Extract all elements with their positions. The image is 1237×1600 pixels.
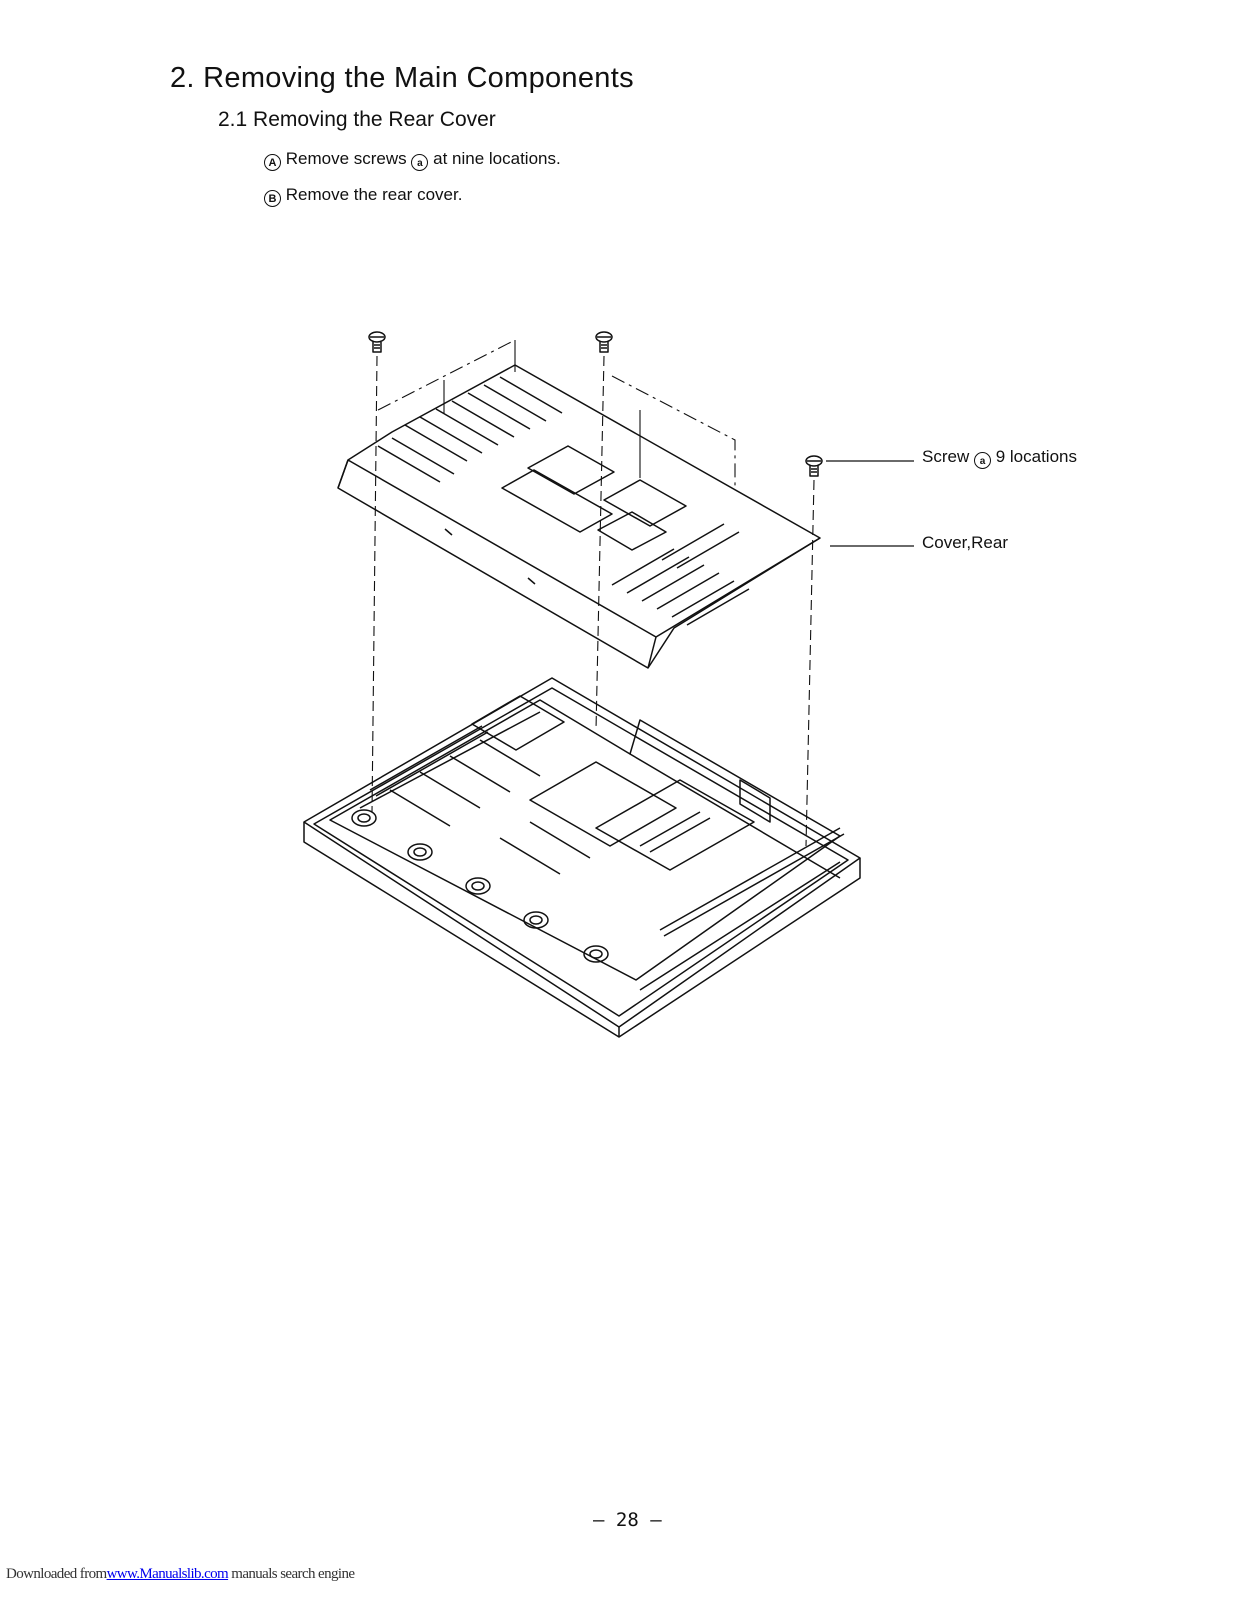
footer-link[interactable]: www.Manualslib.com xyxy=(106,1566,229,1582)
callout-cover-label: Cover,Rear xyxy=(922,533,1008,552)
front-button-icon xyxy=(407,843,433,861)
callout-screw-label: Screw a 9 locations xyxy=(922,447,1077,469)
front-button-icon xyxy=(583,945,609,963)
step-b-text: Remove the rear cover. xyxy=(285,185,463,204)
step-a: A Remove screws a at nine locations. xyxy=(264,149,561,171)
screw-icon xyxy=(805,455,823,477)
front-button-icon xyxy=(351,809,377,827)
page-number: – 28 – xyxy=(593,1509,662,1531)
alignment-lines xyxy=(371,339,815,847)
footer-prefix: Downloaded from xyxy=(6,1566,107,1582)
display-unit-base xyxy=(303,677,861,1038)
step-a-text-before: Remove screws xyxy=(285,149,407,168)
footer: Downloaded fromwww.Manualslib.com manual… xyxy=(6,1566,355,1583)
step-marker-a: A xyxy=(264,154,281,171)
rear-cover-part xyxy=(337,364,821,669)
front-button-icon xyxy=(465,877,491,895)
callout-screw-after: 9 locations xyxy=(995,447,1077,466)
subsection-heading: 2.1 Removing the Rear Cover xyxy=(218,108,496,131)
step-marker-b: B xyxy=(264,190,281,207)
front-button-icon xyxy=(523,911,549,929)
footer-suffix: manuals search engine xyxy=(228,1566,355,1582)
section-heading: 2. Removing the Main Components xyxy=(170,62,634,94)
callout-screw-before: Screw xyxy=(922,447,970,466)
callout-leaders xyxy=(826,460,914,547)
step-b: B Remove the rear cover. xyxy=(264,185,462,207)
screw-icon xyxy=(368,331,386,353)
step-a-text-after: at nine locations. xyxy=(433,149,561,168)
screw-ref-marker: a xyxy=(411,154,429,171)
screw-icon xyxy=(595,331,613,353)
callout-screw-ref: a xyxy=(973,452,991,469)
